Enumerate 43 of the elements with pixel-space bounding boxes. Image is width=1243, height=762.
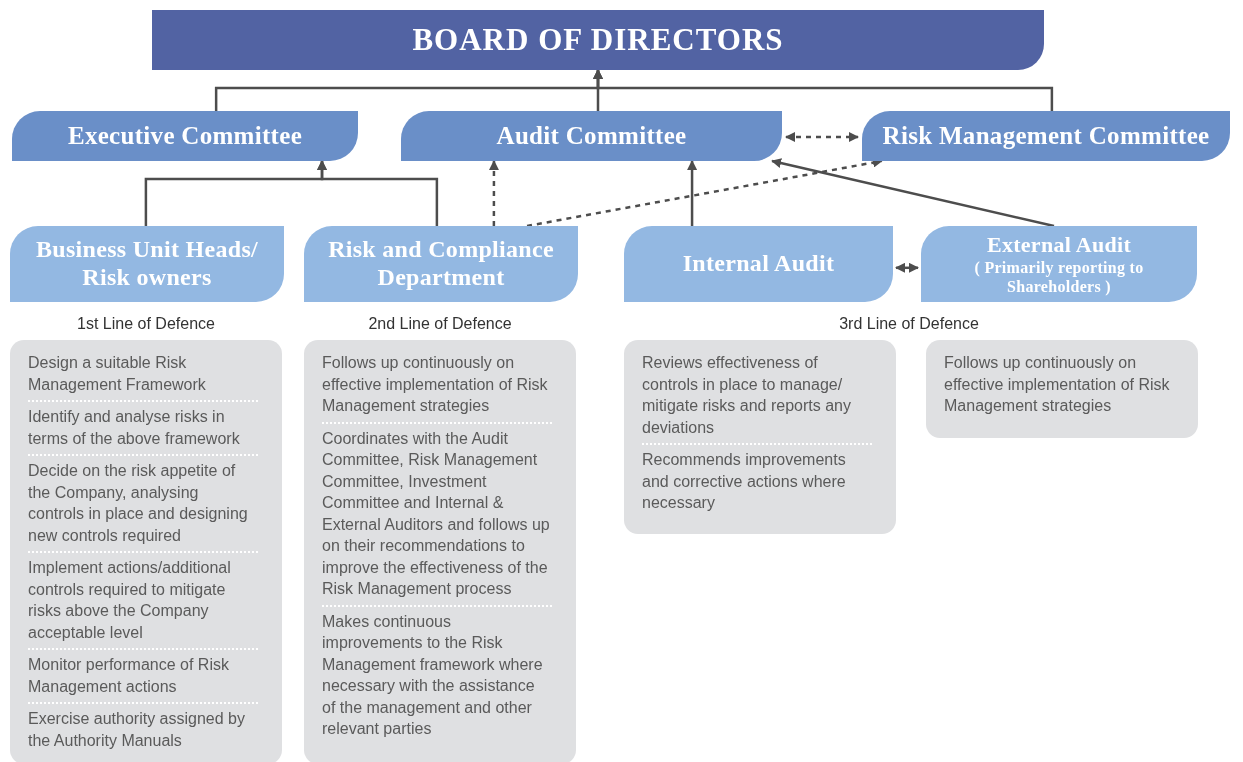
responsibility-panel	[304, 340, 576, 762]
responsibility-text: Reviews effectiveness of controls in place to manage/ mitigate risks and reports any deviations	[642, 353, 852, 438]
box-title: External Audit	[986, 231, 1132, 258]
arrow	[593, 69, 1054, 111]
box-title: Business Unit Heads/ Risk owners	[34, 236, 260, 292]
box-subtitle: ( Primarily reporting to Shareholders )	[973, 259, 1145, 297]
dashed-arrow	[488, 160, 499, 226]
box-title: Executive Committee	[67, 121, 303, 151]
responsibility-text: Follows up continuously on effective implementation of Risk Management strategies	[322, 353, 549, 416]
responsibility-panel	[10, 340, 282, 762]
responsibility-panel	[624, 340, 896, 534]
responsibility-text: Decide on the risk appetite of the Company, analysing controls in place and designing new controls required	[28, 454, 258, 551]
responsibility-text: Implement actions/additional controls required to mitigate risks above the Company acceptable level	[28, 551, 258, 648]
arrow	[771, 158, 1055, 228]
responsibility-text: Recommends improvements and corrective actions where necessary	[642, 443, 872, 519]
responsibility-text: Design a suitable Risk Management Framework	[28, 353, 207, 395]
org-box	[921, 226, 1197, 302]
arrow	[895, 262, 919, 273]
responsibility-text: Monitor performance of Risk Management actions	[28, 648, 258, 702]
responsibility-panel	[926, 340, 1198, 438]
box-title: Risk and Compliance Department	[327, 236, 555, 292]
org-box	[862, 111, 1230, 161]
line-of-defence-heading: 1st Line of Defence	[77, 315, 215, 333]
dashed-arrow	[785, 132, 859, 142]
box-title: BOARD OF DIRECTORS	[412, 22, 784, 58]
line-of-defence-heading: 3rd Line of Defence	[839, 315, 979, 333]
box-title: Internal Audit	[682, 250, 835, 278]
org-box	[401, 111, 782, 161]
responsibility-text: Exercise authority assigned by the Authority Manuals	[28, 702, 258, 756]
box-title: Audit Committee	[496, 121, 687, 151]
org-box	[624, 226, 893, 302]
arrow	[317, 160, 439, 226]
box-title: Risk Management Committee	[882, 121, 1210, 151]
responsibility-text: Identify and analyse risks in terms of the above framework	[28, 400, 258, 454]
org-box	[152, 10, 1044, 70]
org-box	[10, 226, 284, 302]
responsibility-text: Makes continuous improvements to the Risk Management framework where necessary with the assistance of the management and other relevant parties	[322, 604, 552, 745]
line-of-defence-heading: 2nd Line of Defence	[368, 315, 512, 333]
responsibility-text: Follows up continuously on effective implementation of Risk Management strategies	[944, 353, 1171, 416]
org-box	[12, 111, 358, 161]
org-box	[304, 226, 578, 302]
arrow	[687, 160, 698, 226]
responsibility-text: Coordinates with the Audit Committee, Risk Management Committee, Investment Committee and Internal & External Auditors and follows up on their recommendations to improve the effectiveness of the Risk Management process	[322, 421, 552, 605]
